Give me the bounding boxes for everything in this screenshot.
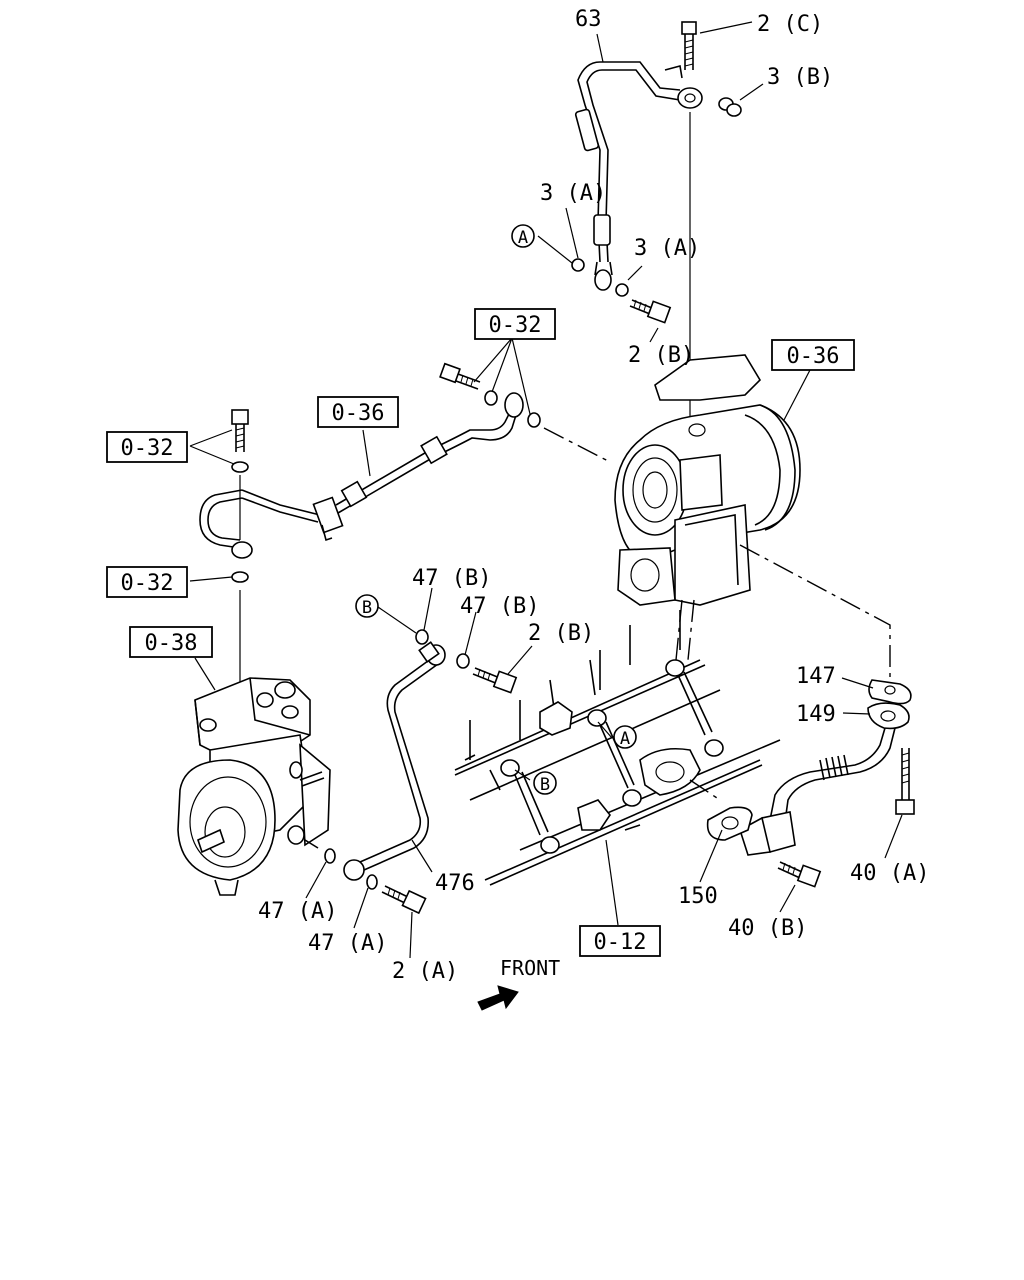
oil-feed-pipe-63 [574,61,703,291]
bolt-2c [681,21,697,70]
svg-text:A: A [620,729,630,749]
svg-text:0-32: 0-32 [489,313,542,338]
bolt-2a [381,885,427,915]
washer-pipe-2 [527,412,541,428]
svg-text:A: A [518,228,528,248]
svg-text:0-36: 0-36 [787,344,840,369]
washer-3b [718,97,742,117]
bolt-40b [777,861,822,888]
label-2b-mid: 2 (B) [528,621,594,646]
gasket-150 [706,806,753,841]
svg-text:0-32: 0-32 [121,571,174,596]
svg-text:0-12: 0-12 [594,930,647,955]
centre-line-turbo-block [675,599,695,661]
turbocharger [614,354,801,606]
leader-lines [189,21,903,959]
bolt-pipe-top [439,362,481,390]
label-2c: 2 (C) [757,12,823,37]
label-47b-1: 47 (B) [412,566,491,591]
label-149: 149 [796,702,836,727]
washer-3a-2 [615,283,629,297]
ref-box-036-turbo: 0-36 [771,339,855,371]
label-40b: 40 (B) [728,916,807,941]
bolt-2b-mid [472,667,518,694]
washer-47b-2 [456,653,470,669]
label-2b-top: 2 (B) [628,343,694,368]
washer-3a-1 [571,258,585,272]
bolt-left-top [231,409,249,452]
marker-b-left: B [355,594,379,618]
label-3a-1: 3 (A) [540,181,606,206]
oil-pipe-left [199,392,524,559]
centre-line-turbo-drain [739,544,891,680]
front-arrow-icon [477,985,519,1011]
bolt-2b-top [629,299,672,324]
label-47a-2: 47 (A) [308,931,387,956]
label-2a: 2 (A) [392,959,458,984]
svg-text:B: B [540,775,550,795]
washer-47a-2 [366,874,378,890]
air-compressor [177,677,331,896]
label-63: 63 [575,7,602,32]
gasket-147 [868,679,912,705]
washer-pipe-1 [484,390,498,406]
label-40a: 40 (A) [850,861,929,886]
centre-line-pipe [543,427,611,463]
label-3a-2: 3 (A) [634,236,700,261]
label-47a-1: 47 (A) [258,899,337,924]
label-476: 476 [435,871,475,896]
marker-b-block: B [533,771,557,795]
label-150: 150 [678,884,718,909]
svg-text:B: B [362,598,372,618]
svg-text:0-36: 0-36 [332,401,385,426]
washer-left-2 [231,571,249,583]
washer-left-1 [231,461,249,473]
svg-text:0-38: 0-38 [145,631,198,656]
washer-47a-1 [324,848,336,864]
washer-47b-1 [415,629,429,645]
pipe-476 [343,641,446,881]
front-label: FRONT [500,956,560,980]
label-47b-2: 47 (B) [460,594,539,619]
centre-line-block-150 [689,779,721,801]
ref-box-032-left1: 0-32 [106,431,188,463]
engine-block [454,610,781,886]
bolt-40a [895,748,915,815]
marker-a-block: A [613,725,637,749]
ref-box-032-left2: 0-32 [106,566,188,598]
ref-box-036-pipe: 0-36 [317,396,399,428]
svg-text:0-32: 0-32 [121,436,174,461]
ref-box-012: 0-12 [579,925,661,957]
label-147: 147 [796,664,836,689]
label-3b: 3 (B) [767,65,833,90]
ref-box-032-top: 0-32 [474,308,556,340]
marker-a-left: A [511,224,535,248]
ref-box-038: 0-38 [129,626,213,658]
